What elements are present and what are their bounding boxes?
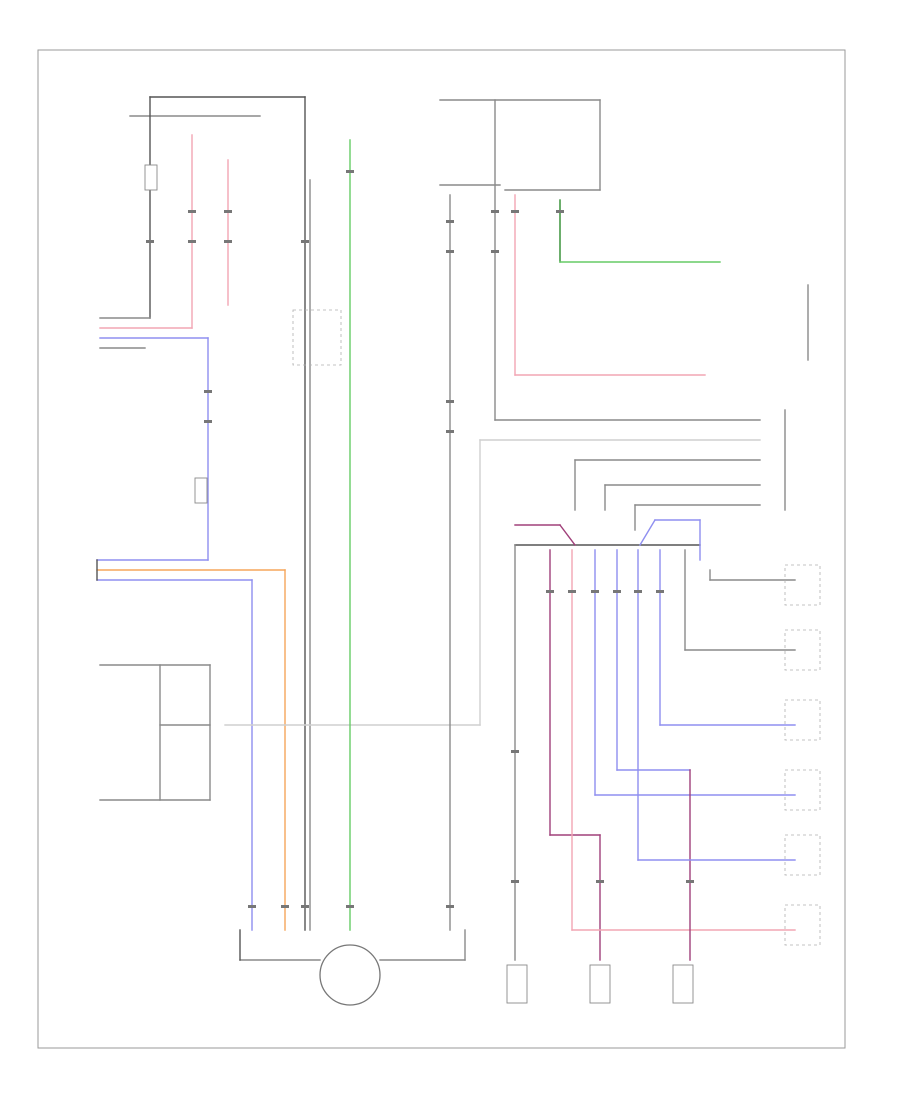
right-sensor-component — [672, 964, 694, 1004]
rear-sensor-component — [506, 964, 528, 1004]
left-sensor-component — [589, 964, 611, 1004]
diagram-frame — [37, 49, 846, 1049]
sensor-component-left — [194, 477, 208, 504]
fuse-component — [144, 164, 158, 191]
module-box-left — [292, 309, 342, 366]
motor-circle-icon — [319, 944, 381, 1006]
left-lower-circuit — [99, 439, 761, 801]
center-circuit — [239, 139, 501, 1006]
right-lower-circuit — [506, 519, 821, 1004]
right-upper-circuit — [439, 99, 809, 531]
left-upper-circuit — [96, 96, 342, 931]
